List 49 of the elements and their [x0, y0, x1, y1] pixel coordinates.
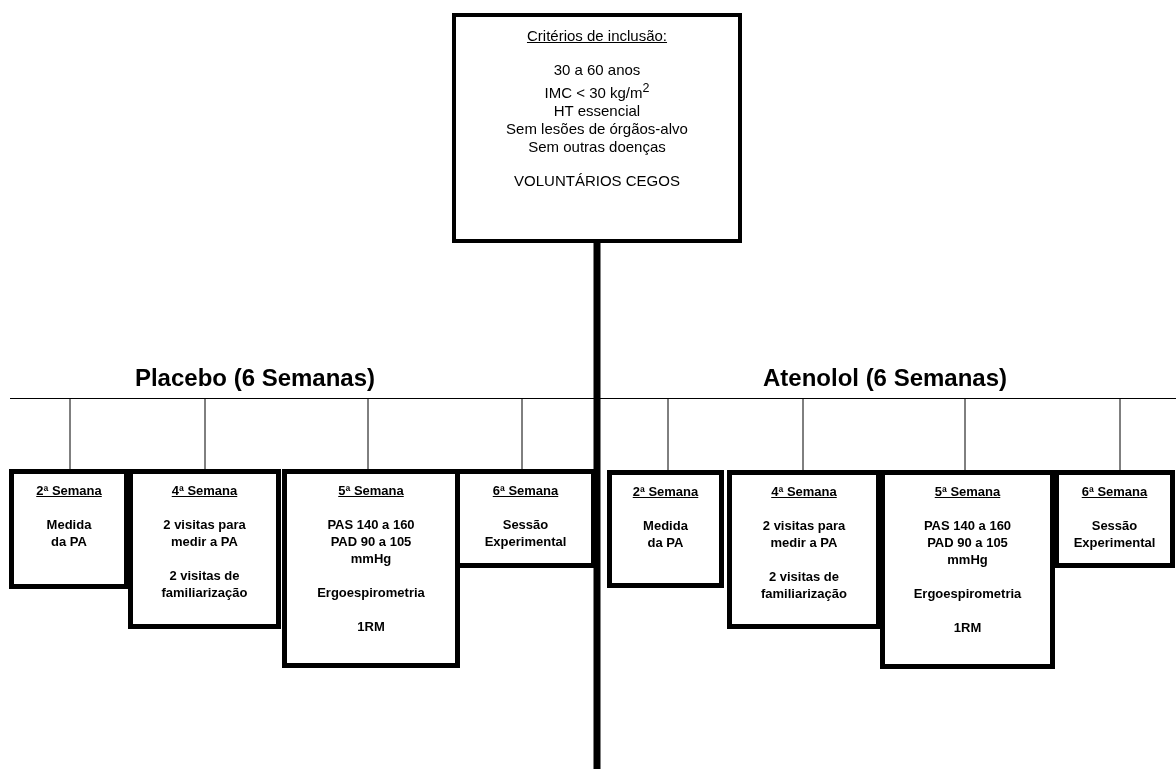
week-text: Ergoespirometria	[913, 585, 1022, 602]
week-heading: 5ª Semana	[934, 483, 1001, 500]
box-heading: Critérios de inclusão:	[526, 27, 668, 45]
criteria-text: IMC < 30 kg/m$^{2}$	[544, 80, 650, 102]
connector-line	[802, 397, 804, 471]
week-text: Sessão Experimental	[1072, 517, 1157, 551]
group-heading: Placebo (6 Semanas)	[134, 364, 376, 392]
criteria-text: HT essencial	[553, 102, 641, 120]
group-heading: Atenolol (6 Semanas)	[762, 364, 1008, 392]
criteria-text: 30 a 60 anos	[553, 61, 641, 79]
week-text: 1RM	[357, 618, 385, 635]
week-text: 1RM	[953, 619, 982, 636]
criteria-text: VOLUNTÁRIOS CEGOS	[514, 172, 680, 190]
criteria-text: Sem lesões de órgãos-alvo	[506, 120, 688, 138]
connector-line	[521, 397, 523, 470]
week-box	[727, 470, 881, 629]
week-text: 2 visitas de familiarização	[160, 567, 249, 601]
week-text: Medida da PA	[642, 517, 689, 551]
week-text: PAS 140 a 160 PAD 90 a 105 mmHg	[326, 516, 416, 567]
week-box	[128, 469, 281, 629]
week-text: 2 visitas de familiarização	[760, 568, 848, 602]
week-text: PAS 140 a 160 PAD 90 a 105 mmHg	[922, 517, 1013, 568]
week-box	[1054, 470, 1175, 568]
week-heading: 2ª Semana	[36, 482, 102, 499]
week-heading: 6ª Semana	[492, 482, 559, 499]
week-box	[282, 469, 460, 668]
week-text: 2 visitas para medir a PA	[162, 516, 247, 550]
connector-line	[204, 397, 206, 470]
week-box	[880, 470, 1055, 669]
week-heading: 2ª Semana	[632, 483, 699, 500]
week-heading: 5ª Semana	[338, 482, 404, 499]
week-text: Medida da PA	[45, 516, 93, 550]
criteria-text: Sem outras doenças	[528, 138, 666, 156]
criteria-box	[452, 13, 742, 243]
week-box	[9, 469, 129, 589]
thick-connector-line	[593, 243, 601, 769]
week-text: 2 visitas para medir a PA	[761, 517, 847, 551]
week-heading: 4ª Semana	[171, 482, 238, 499]
connector-line	[964, 397, 966, 471]
week-heading: 4ª Semana	[771, 483, 837, 500]
week-heading: 6ª Semana	[1081, 483, 1148, 500]
connector-line	[69, 397, 71, 470]
week-text: Sessão Experimental	[483, 516, 568, 550]
connector-line	[667, 397, 669, 471]
week-text: Ergoespirometria	[317, 584, 425, 601]
connector-line	[367, 397, 369, 470]
week-box	[607, 470, 724, 588]
timeline-line	[10, 397, 1176, 399]
connector-line	[1119, 397, 1121, 471]
